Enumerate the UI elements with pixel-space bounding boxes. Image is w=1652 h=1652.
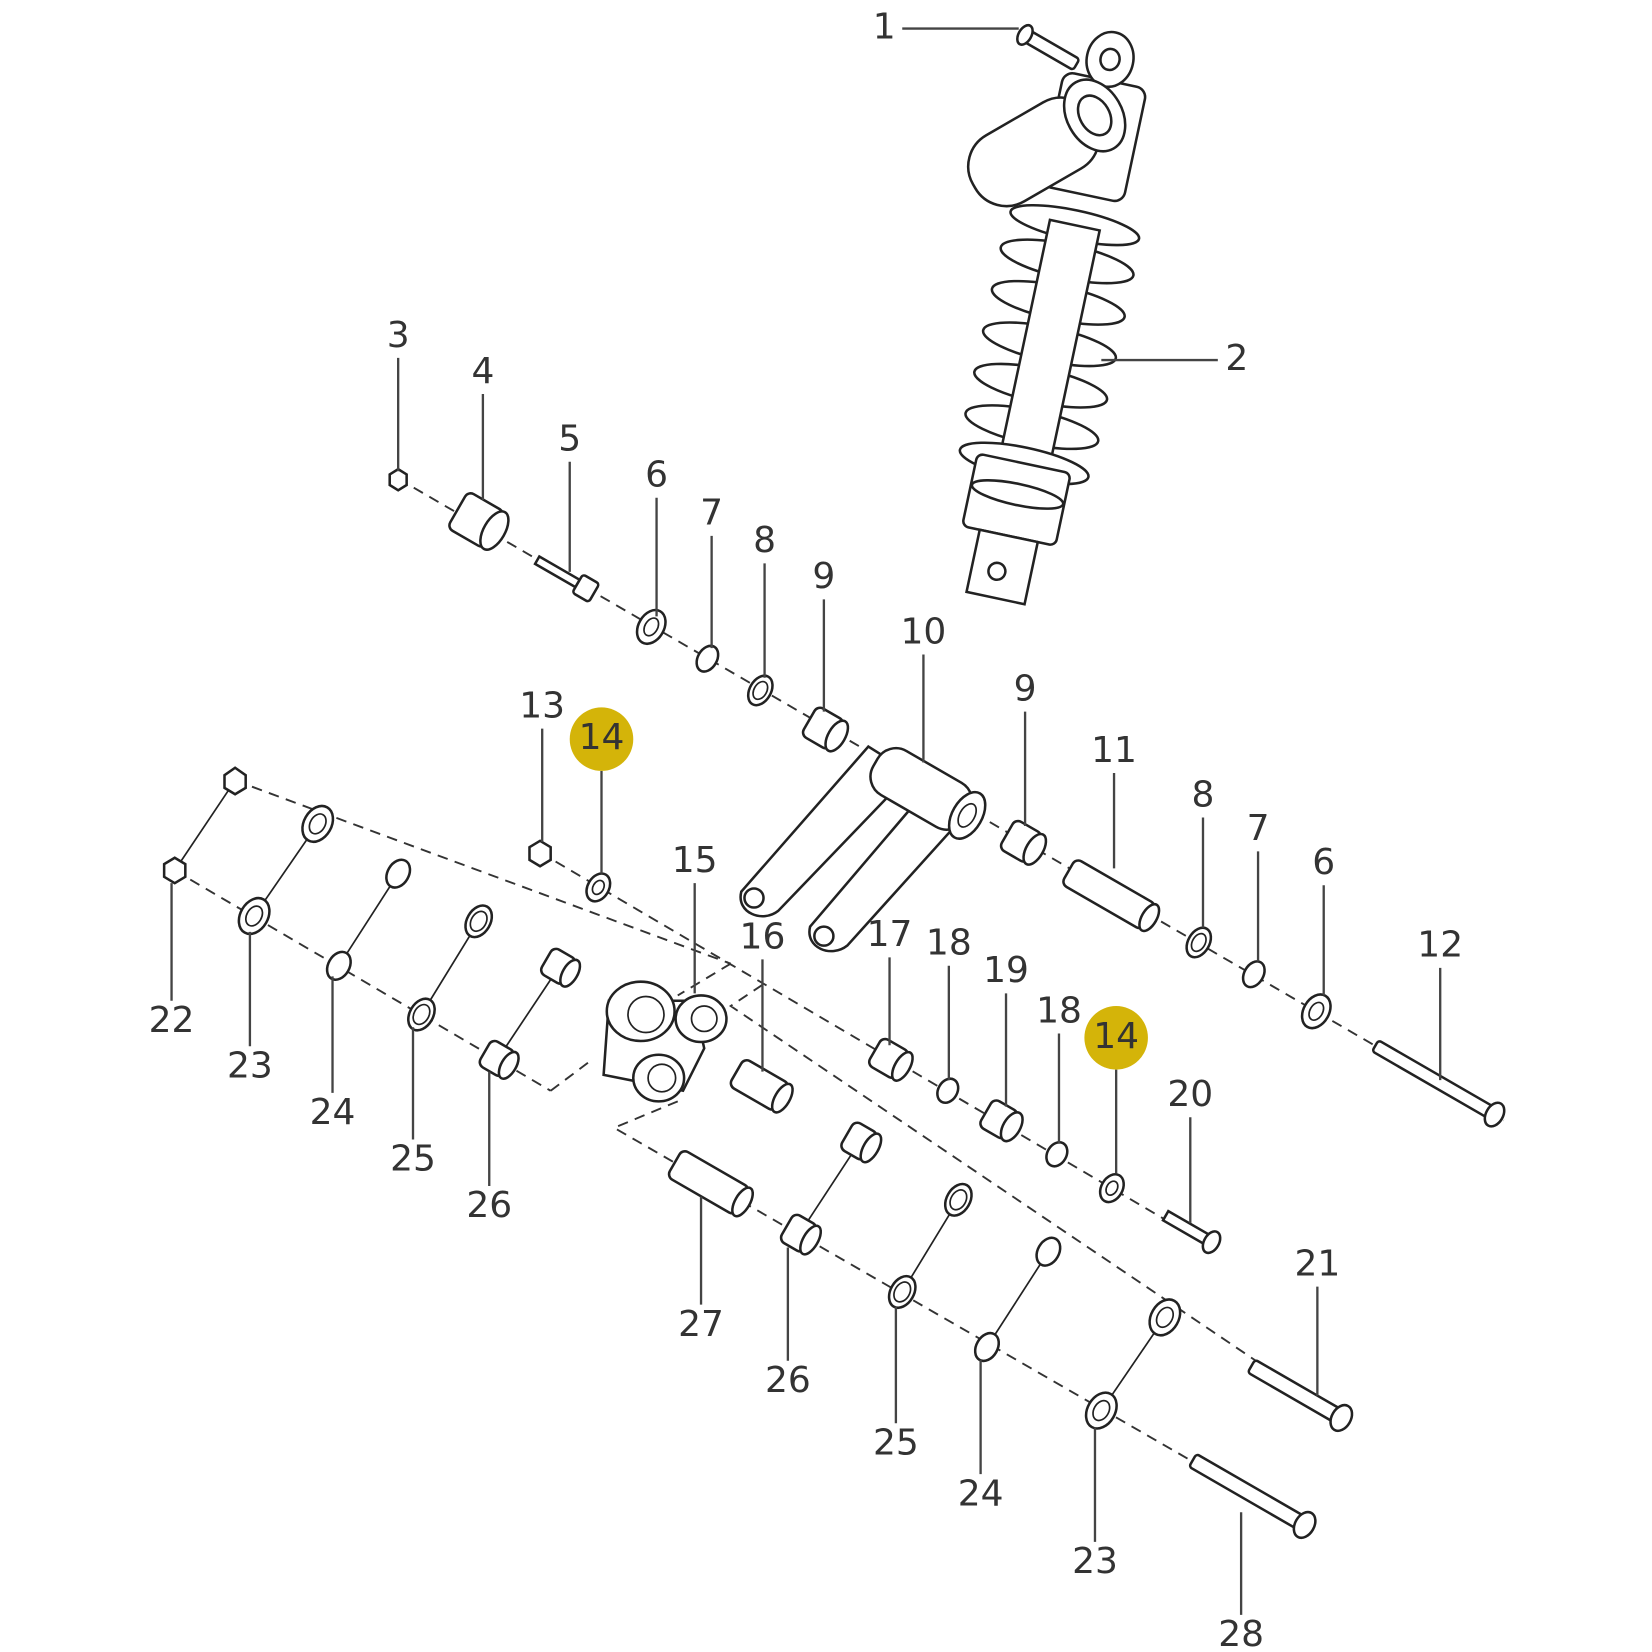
callout-label[interactable]: 8 <box>753 520 776 561</box>
callout-label[interactable]: 27 <box>678 1304 724 1345</box>
callout-label[interactable]: 25 <box>390 1139 436 1180</box>
callout-label-highlighted[interactable]: 14 <box>579 717 625 758</box>
callout-label[interactable]: 24 <box>958 1473 1004 1514</box>
callout-label[interactable]: 3 <box>387 315 410 356</box>
callout-label[interactable]: 6 <box>645 455 668 496</box>
callout-label[interactable]: 9 <box>812 556 835 597</box>
callout-label[interactable]: 9 <box>1014 668 1037 709</box>
callout-label[interactable]: 6 <box>1312 842 1335 883</box>
upper-axis-parts <box>388 23 1506 1128</box>
callout-label[interactable]: 1 <box>873 7 896 48</box>
callout-label[interactable]: 11 <box>1091 730 1137 771</box>
callout-label[interactable]: 17 <box>867 914 913 955</box>
callout-label[interactable]: 19 <box>983 950 1029 991</box>
callout-label[interactable]: 2 <box>1225 338 1248 379</box>
callout-label[interactable]: 5 <box>558 419 581 460</box>
callout-label[interactable]: 18 <box>926 923 972 964</box>
middle-axis-parts <box>528 839 1222 1255</box>
callout-label[interactable]: 13 <box>519 685 565 726</box>
callout-label[interactable]: 10 <box>901 611 947 652</box>
callout-label[interactable]: 4 <box>471 351 494 392</box>
callout-label[interactable]: 22 <box>149 1000 195 1041</box>
callout-label[interactable]: 21 <box>1294 1243 1340 1284</box>
highlight-marker <box>569 707 634 771</box>
callout-label-highlighted[interactable]: 14 <box>1093 1016 1139 1057</box>
assembly-axes <box>174 477 1505 1526</box>
right-axis-parts <box>667 1058 1354 1540</box>
callout-label[interactable]: 15 <box>672 840 718 881</box>
callout-label[interactable]: 26 <box>765 1360 811 1401</box>
callout-label[interactable]: 25 <box>873 1422 919 1463</box>
callout-label[interactable]: 23 <box>1072 1541 1118 1582</box>
callout-label[interactable]: 7 <box>1247 808 1270 849</box>
callout-label[interactable]: 16 <box>740 916 786 957</box>
callout-label[interactable]: 28 <box>1218 1614 1264 1652</box>
shock-absorber <box>958 30 1147 606</box>
callout-label[interactable]: 20 <box>1167 1074 1213 1115</box>
callout-label[interactable]: 23 <box>227 1045 273 1086</box>
highlight-marker <box>1084 1006 1148 1070</box>
callout-labels: 1 2 3 4 5 6 7 8 9 10 9 11 8 7 6 12 13 14… <box>149 7 1463 1652</box>
left-axis-parts <box>162 766 582 1080</box>
callout-label[interactable]: 18 <box>1036 990 1082 1031</box>
callout-label[interactable]: 26 <box>466 1185 512 1226</box>
callout-label[interactable]: 7 <box>700 493 723 534</box>
callout-label[interactable]: 8 <box>1192 774 1215 815</box>
linkage-arm <box>739 744 987 953</box>
callout-label[interactable]: 12 <box>1417 925 1463 966</box>
callout-leaders <box>170 27 1442 1615</box>
dog-bone <box>602 980 728 1103</box>
callout-label[interactable]: 24 <box>310 1092 356 1133</box>
